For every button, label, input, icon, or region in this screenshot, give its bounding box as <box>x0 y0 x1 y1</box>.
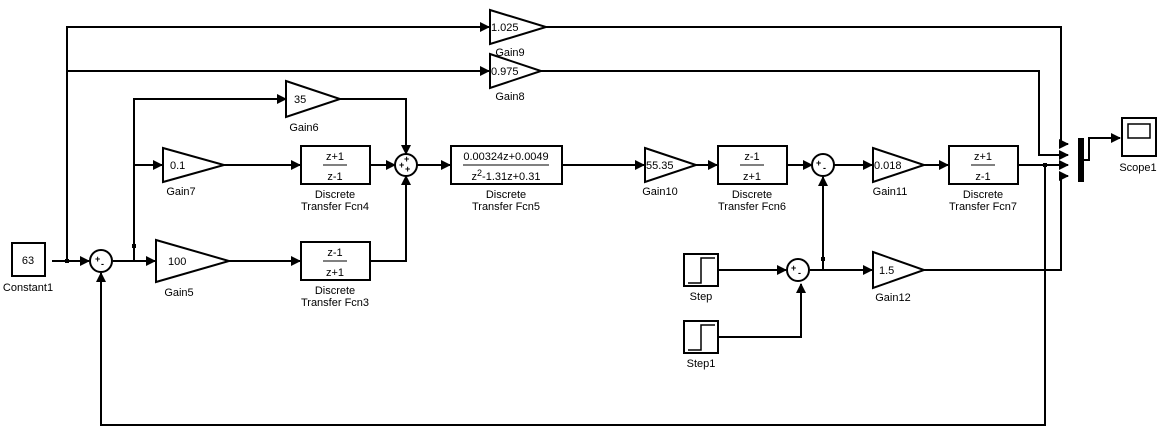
gain8-label: Gain8 <box>495 91 524 103</box>
step1-block[interactable]: Step1 <box>683 320 719 370</box>
dtf6-label-line1: Discrete <box>732 189 772 201</box>
step1-icon <box>688 324 715 351</box>
sum-step-block[interactable]: + - <box>786 258 810 282</box>
gain11-block[interactable]: 0.018 Gain11 <box>872 146 928 198</box>
gain5-block[interactable]: 100 Gain5 <box>155 238 233 299</box>
dtf5-denominator: z2-1.31z+0.31 <box>472 168 541 183</box>
signal-lines <box>52 22 1121 426</box>
wire-gain12-to-mux <box>924 171 1069 271</box>
gain8-block[interactable]: 0.975 Gain8 <box>489 52 545 103</box>
svg-text:-: - <box>798 268 801 278</box>
dtf3-denominator: z+1 <box>326 267 344 279</box>
step-block[interactable]: Step <box>683 253 719 303</box>
constant1-value: 63 <box>22 255 34 267</box>
step1-label: Step1 <box>687 358 716 370</box>
constant1-label: Constant1 <box>3 282 53 294</box>
dtf4-label-line1: Discrete <box>315 189 355 201</box>
gain7-block[interactable]: 0.1 Gain7 <box>162 146 228 198</box>
svg-text:+: + <box>405 164 410 174</box>
gain10-value: 55.35 <box>646 160 674 172</box>
dtf6-numerator: z-1 <box>744 151 759 163</box>
gain9-label: Gain9 <box>495 47 524 59</box>
gain6-value: 35 <box>294 94 306 106</box>
gain10-block[interactable]: 55.35 Gain10 <box>642 146 700 198</box>
sum-mid-block[interactable]: + + + <box>394 153 418 177</box>
sum-main-block[interactable]: + - <box>89 249 113 273</box>
step-icon <box>688 257 715 284</box>
dtf5-label-line1: Discrete <box>486 189 526 201</box>
svg-text:-: - <box>101 259 104 269</box>
dtf4-label-line2: Transfer Fcn4 <box>301 201 369 213</box>
scope1-block[interactable]: Scope1 <box>1119 117 1157 174</box>
gain6-label: Gain6 <box>289 122 318 134</box>
dtf3-label-line2: Transfer Fcn3 <box>301 297 369 309</box>
dtf7-numerator: z+1 <box>974 151 992 163</box>
svg-text:+: + <box>399 160 404 170</box>
dtf7-label-line2: Transfer Fcn7 <box>949 201 1017 213</box>
gain11-value: 0.018 <box>874 160 902 172</box>
wire-gain6-to-summid <box>340 98 411 155</box>
discrete-transfer-fcn5-block[interactable]: 0.00324z+0.0049 z2-1.31z+0.31 Discrete T… <box>450 145 563 213</box>
dtf5-numerator: 0.00324z+0.0049 <box>463 151 548 163</box>
scope-screen-icon <box>1127 123 1151 139</box>
svg-text:-: - <box>823 163 826 173</box>
dtf7-denominator: z-1 <box>975 171 990 183</box>
discrete-transfer-fcn3-block[interactable]: z-1 z+1 Discrete Transfer Fcn3 <box>300 241 371 309</box>
scope1-label: Scope1 <box>1119 162 1156 174</box>
dtf3-numerator: z-1 <box>327 247 342 259</box>
dtf4-numerator: z+1 <box>326 151 344 163</box>
junction-dot <box>821 257 825 261</box>
dtf6-label-line2: Transfer Fcn6 <box>718 201 786 213</box>
svg-text:+: + <box>791 263 796 273</box>
svg-text:+: + <box>404 154 409 164</box>
sum-main-signs: + <box>95 254 100 264</box>
gain12-value: 1.5 <box>879 265 894 277</box>
discrete-transfer-fcn7-block[interactable]: z+1 z-1 Discrete Transfer Fcn7 <box>948 145 1019 213</box>
dtf7-label-line1: Discrete <box>963 189 1003 201</box>
sum-right-block[interactable]: + - <box>811 153 835 177</box>
wire-step1-to-sumstep <box>718 283 806 338</box>
dtf5-label-line2: Transfer Fcn5 <box>472 201 540 213</box>
svg-text:+: + <box>816 158 821 168</box>
gain11-label: Gain11 <box>873 186 908 198</box>
dtf6-denominator: z+1 <box>743 171 761 183</box>
gain7-value: 0.1 <box>170 160 185 172</box>
mux-block[interactable] <box>1078 138 1084 182</box>
gain6-block[interactable]: 35 Gain6 <box>285 79 344 134</box>
gain8-value: 0.975 <box>491 66 519 78</box>
gain7-label: Gain7 <box>166 186 195 198</box>
discrete-transfer-fcn6-block[interactable]: z-1 z+1 Discrete Transfer Fcn6 <box>717 145 788 213</box>
wire-sum-to-gain6 <box>133 94 287 261</box>
dtf3-label-line1: Discrete <box>315 285 355 297</box>
wire-dtf3-to-summid <box>370 175 411 262</box>
gain12-label: Gain12 <box>875 292 910 304</box>
junction-dot <box>1043 163 1047 167</box>
gain5-value: 100 <box>168 256 186 268</box>
step-label: Step <box>690 291 713 303</box>
gain9-value: 1.025 <box>491 22 519 34</box>
wire-mux-to-scope <box>1084 133 1121 161</box>
dtf4-denominator: z-1 <box>327 171 342 183</box>
gain12-block[interactable]: 1.5 Gain12 <box>872 250 928 304</box>
constant1-block[interactable]: 63 Constant1 <box>3 242 53 294</box>
discrete-transfer-fcn4-block[interactable]: z+1 z-1 Discrete Transfer Fcn4 <box>300 145 371 213</box>
wire-constant-to-gain9 <box>66 22 490 261</box>
junction-dot <box>65 259 69 263</box>
junction-dot <box>132 244 136 248</box>
gain9-block[interactable]: 1.025 Gain9 <box>489 8 550 59</box>
wire-gain8-to-mux <box>541 70 1069 160</box>
wire-gain9-to-mux <box>546 26 1069 149</box>
wire-feedback <box>96 165 1046 426</box>
gain10-label: Gain10 <box>642 186 677 198</box>
gain5-label: Gain5 <box>164 287 193 299</box>
